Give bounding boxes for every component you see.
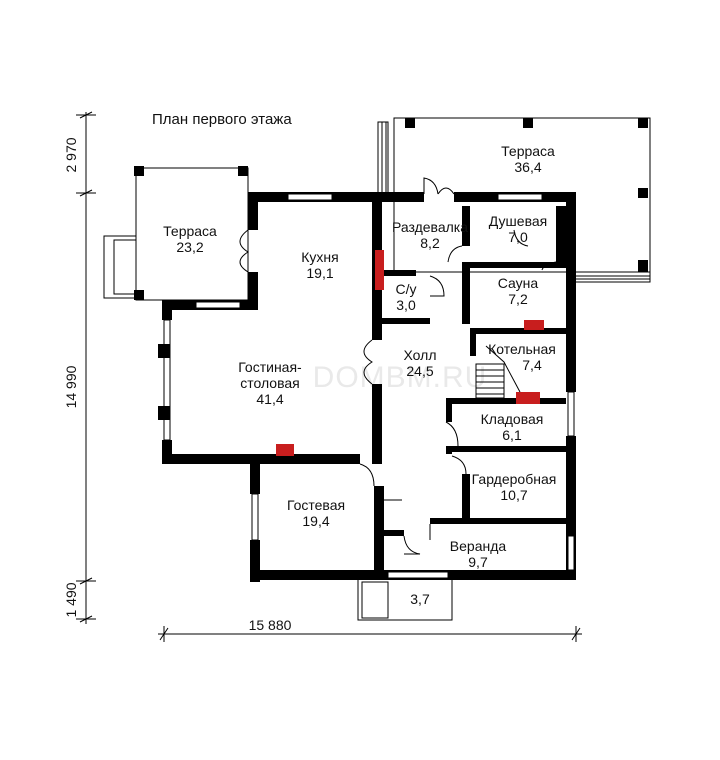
room-area-porch: 3,7 [410, 591, 430, 607]
room-area-veranda: 9,7 [468, 554, 488, 570]
room-area-wardrobe: 10,7 [500, 487, 527, 503]
plan-title: План первого этажа [152, 111, 292, 128]
dimension-lines: 2 970 14 990 1 490 15 880 [63, 111, 582, 642]
room-name-kitchen: Кухня [301, 249, 338, 265]
room-labels: Терраса 36,4 Терраса 23,2 Кухня 19,1 Раз… [163, 143, 556, 607]
watermark: DOMBM.RU [313, 361, 488, 394]
windows [158, 193, 575, 579]
room-name-hall: Холл [404, 347, 437, 363]
room-area-boiler: 7,4 [522, 357, 542, 373]
room-name-terrace-large: Терраса [501, 143, 555, 159]
room-area-hall: 24,5 [406, 363, 433, 379]
room-name2-living: столовая [240, 375, 300, 391]
room-name-sauna: Сауна [498, 275, 539, 291]
room-area-terrace-small: 23,2 [176, 239, 203, 255]
room-name-veranda: Веранда [450, 538, 507, 554]
room-area-shower: 7,0 [508, 229, 528, 245]
room-area-guest: 19,4 [302, 513, 329, 529]
room-name-living: Гостиная- [238, 359, 302, 375]
chimneys [276, 250, 544, 456]
room-area-cloakroom: 8,2 [420, 235, 440, 251]
dim-top-offset: 2 970 [63, 137, 79, 172]
room-name-guest: Гостевая [287, 497, 345, 513]
room-name-boiler: Котельная [488, 341, 556, 357]
room-area-wc: 3,0 [396, 297, 416, 313]
dim-height: 14 990 [63, 365, 79, 408]
room-name-wc: С/у [396, 281, 417, 297]
room-area-pantry: 6,1 [502, 427, 522, 443]
room-area-sauna: 7,2 [508, 291, 528, 307]
stairs [475, 345, 521, 399]
porch-outline [357, 577, 453, 621]
dim-bottom-offset: 1 490 [63, 582, 79, 617]
room-name-shower: Душевая [489, 213, 547, 229]
room-name-terrace-small: Терраса [163, 223, 217, 239]
room-area-terrace-large: 36,4 [514, 159, 541, 175]
room-name-cloakroom: Раздевалка [392, 219, 468, 235]
dim-width: 15 880 [249, 617, 292, 633]
room-name-pantry: Кладовая [481, 411, 544, 427]
room-area-living: 41,4 [256, 391, 283, 407]
room-name-wardrobe: Гардеробная [472, 471, 557, 487]
terrace-outlines [103, 117, 651, 621]
room-area-kitchen: 19,1 [306, 265, 333, 281]
doors [239, 177, 557, 555]
